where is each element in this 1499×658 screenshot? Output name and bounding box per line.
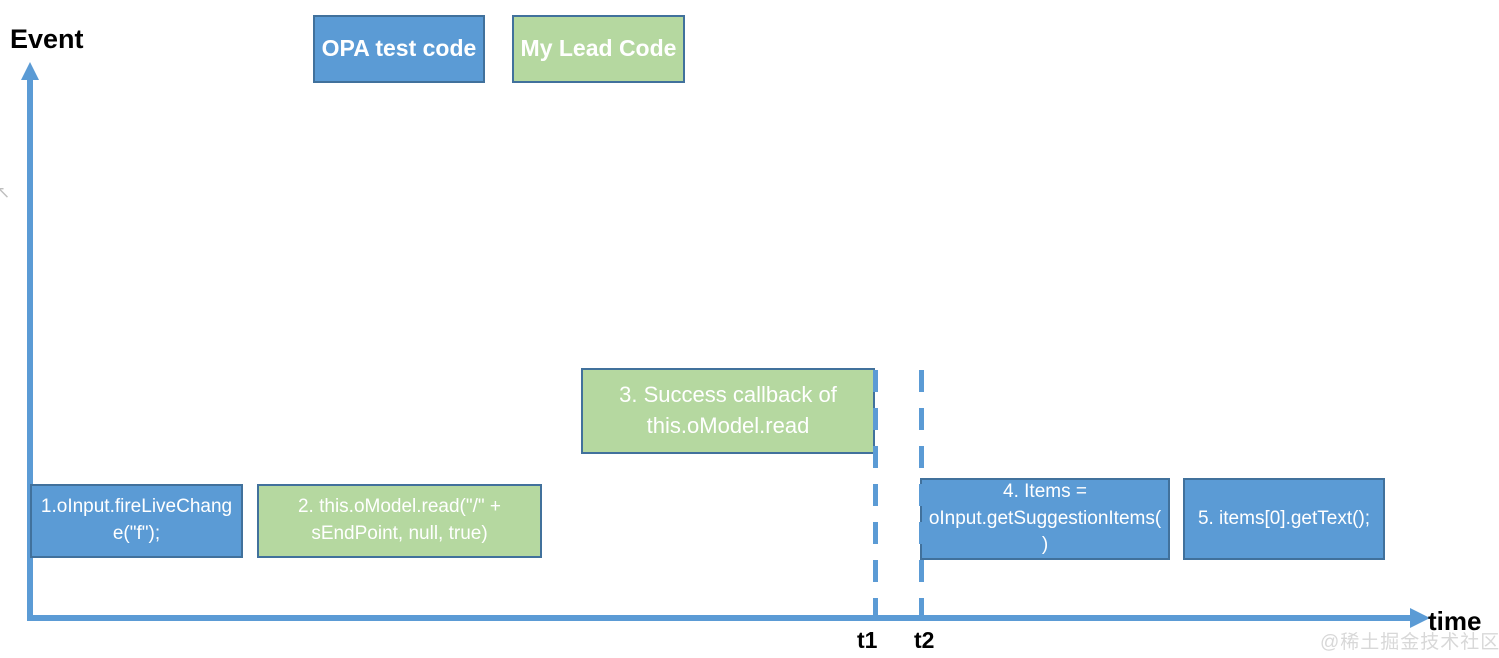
y-axis-arrow-icon bbox=[21, 62, 39, 80]
x-axis-tick-label-t1: t1 bbox=[857, 627, 878, 653]
y-axis-line bbox=[27, 78, 33, 621]
x-axis-line bbox=[27, 615, 1414, 621]
x-axis-title: time bbox=[1428, 606, 1482, 636]
timeline-event-5: 5. items[0].getText(); bbox=[1183, 478, 1385, 560]
time-marker-t1 bbox=[873, 370, 878, 618]
y-axis-title: Event bbox=[10, 24, 84, 54]
timeline-event-2: 2. this.oModel.read("/" + sEndPoint, nul… bbox=[257, 484, 542, 558]
legend-item-opa-test-code: OPA test code bbox=[313, 15, 485, 83]
legend-item-my-lead-code: My Lead Code bbox=[512, 15, 685, 83]
x-axis-tick-label-t2: t2 bbox=[914, 627, 935, 653]
cursor-pointer-icon: ↖ bbox=[0, 183, 11, 202]
timeline-event-3: 3. Success callback of this.oModel.read bbox=[581, 368, 875, 454]
x-axis-arrow-icon bbox=[1410, 608, 1430, 628]
time-marker-t2 bbox=[919, 370, 924, 618]
timeline-event-4: 4. Items = oInput.getSuggestionItems() bbox=[920, 478, 1170, 560]
watermark-text: @稀土掘金技术社区 bbox=[1320, 632, 1499, 653]
timeline-event-1: 1.oInput.fireLiveChange("f"); bbox=[30, 484, 243, 558]
